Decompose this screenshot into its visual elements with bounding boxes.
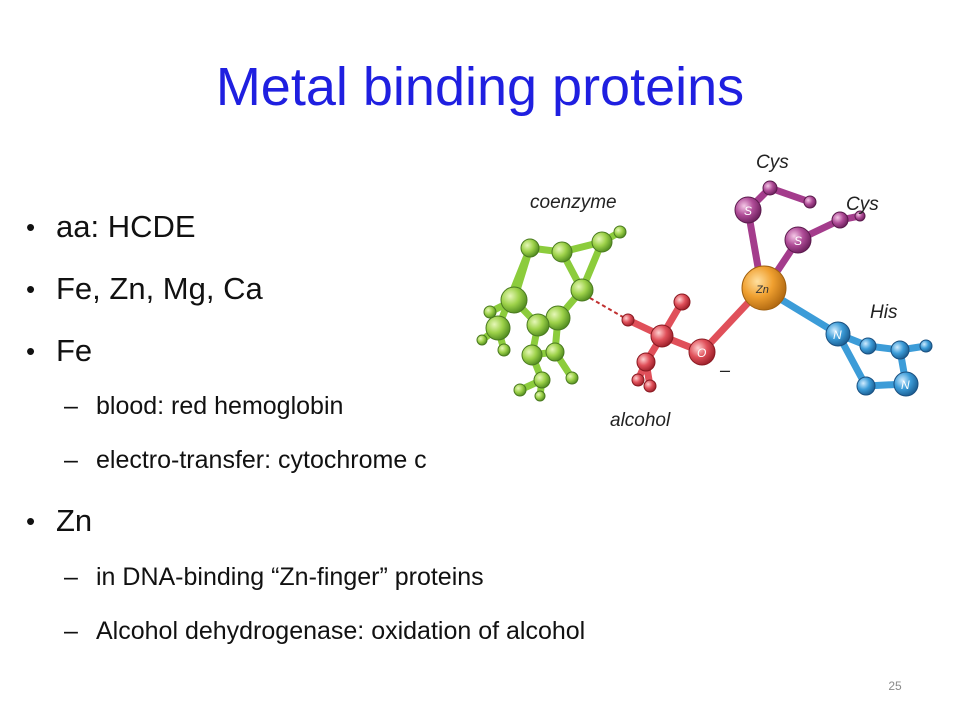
coenzyme-label: coenzyme [530, 192, 617, 213]
cys-right-label: Cys [846, 194, 879, 215]
his-label: His [870, 302, 898, 323]
bullet-text: aa: HCDE [56, 209, 196, 244]
cysteine-atoms [734, 180, 866, 254]
bullet-text: Fe [56, 333, 93, 368]
sub-bullet-text: blood: red hemoglobin [96, 392, 344, 420]
sub-bullet-item: – Alcohol dehydrogenase: oxidation of al… [64, 614, 586, 648]
histidine-atoms [825, 321, 933, 397]
bullet-text: Fe, Zn, Mg, Ca [56, 271, 263, 306]
bullet-glyph: • [26, 274, 36, 304]
bullet-item: • Fe [26, 331, 93, 371]
sub-bullet-item: – electro-transfer: cytochrome c [64, 443, 427, 477]
alcohol-dehydrogenase-figure: coenzyme alcohol Cys Cys His Zn S S O N … [476, 152, 933, 431]
alcohol-bonds [624, 286, 764, 390]
zinc-atom [741, 265, 787, 311]
slide-title: Metal binding proteins [215, 57, 745, 117]
dash-glyph: – [64, 563, 78, 591]
bullet-glyph: • [26, 212, 36, 242]
bullet-text: Zn [56, 503, 93, 538]
alcohol-atoms [621, 293, 716, 393]
sub-bullet-item: – blood: red hemoglobin [64, 389, 344, 423]
sub-bullet-item: – in DNA-binding “Zn-finger” proteins [64, 560, 484, 594]
sub-bullet-text: in DNA-binding “Zn-finger” proteins [96, 563, 484, 591]
alcohol-label: alcohol [610, 410, 671, 431]
coenzyme-atoms [476, 225, 627, 402]
dash-glyph: – [64, 446, 78, 474]
s-atom-label: S [794, 234, 802, 248]
bullet-item: • Zn [26, 501, 93, 541]
zn-atom-label: Zn [755, 284, 769, 296]
sub-bullet-text: Alcohol dehydrogenase: oxidation of alco… [96, 617, 586, 645]
cys-top-label: Cys [756, 152, 789, 173]
bullet-glyph: • [26, 506, 36, 536]
n-atom-label: N [901, 378, 910, 392]
dash-glyph: – [64, 392, 78, 420]
dash-glyph: – [64, 617, 78, 645]
bullet-item: • Fe, Zn, Mg, Ca [26, 269, 263, 309]
page-number: 25 [888, 679, 902, 693]
bullet-item: • aa: HCDE [26, 207, 196, 247]
sub-bullet-text: electro-transfer: cytochrome c [96, 446, 427, 474]
minus-charge-label: – [719, 360, 731, 380]
o-atom-label: O [697, 346, 706, 360]
s-atom-label: S [744, 204, 752, 218]
bullet-glyph: • [26, 336, 36, 366]
hydrogen-bond [589, 297, 629, 321]
n-atom-label: N [833, 328, 842, 342]
